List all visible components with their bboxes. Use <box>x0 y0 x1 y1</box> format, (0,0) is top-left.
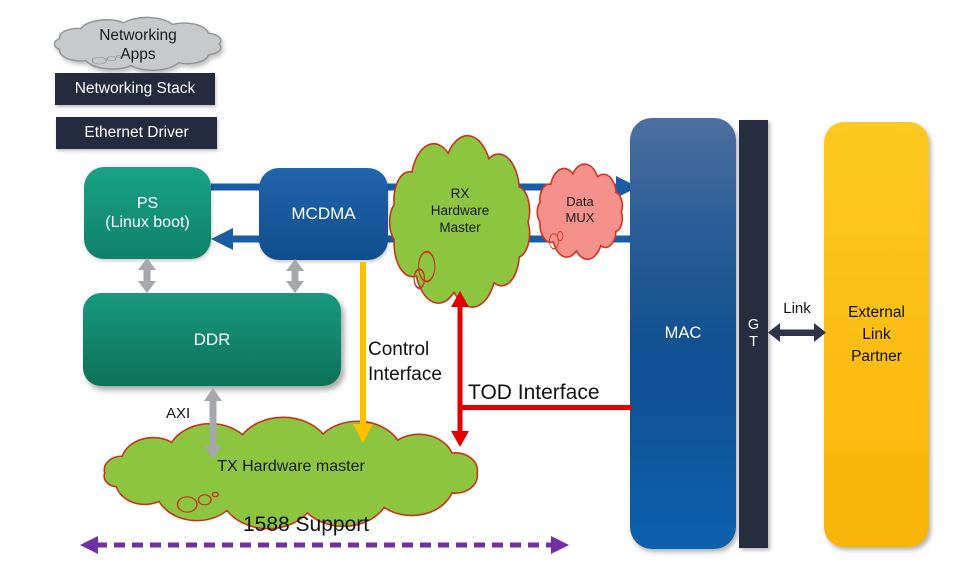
networking-stack-label: Networking Stack <box>74 80 196 97</box>
gt-label-line2: T <box>749 334 758 350</box>
elp-label-line3: Partner <box>851 347 902 365</box>
rx-cloud-shape <box>386 141 534 303</box>
mcdma-label: MCDMA <box>291 204 356 223</box>
gt-block: G T <box>739 120 768 548</box>
support-1588-arrow <box>80 536 569 554</box>
cloud-tail-bubbles <box>413 250 436 290</box>
data-mux-label: Data MUX <box>565 194 595 225</box>
networking-apps-cloud: Networking Apps <box>50 19 226 69</box>
rx-hardware-master-cloud: RX Hardware Master <box>386 141 534 303</box>
networking-stack-box: Networking Stack <box>55 73 215 105</box>
networking-apps-label: Networking Apps <box>99 27 177 63</box>
elp-label-line2: Link <box>862 325 891 343</box>
external-link-partner-block: External Link Partner <box>824 122 929 547</box>
link-arrow <box>768 323 826 342</box>
tod-interface-vertical-arrow <box>451 291 469 447</box>
ddr-label: DDR <box>193 329 231 349</box>
mac-block: MAC <box>630 118 736 549</box>
tx-cloud-label: TX Hardware master <box>217 458 365 475</box>
ethernet-driver-box: Ethernet Driver <box>56 117 217 149</box>
ps-label-line2: (Linux boot) <box>105 214 190 231</box>
control-interface-label: Control Interface <box>368 339 442 385</box>
ps-ddr-arrow <box>138 258 156 293</box>
tx-hardware-master-cloud: TX Hardware master <box>97 427 485 519</box>
ddr-block: DDR <box>83 293 341 386</box>
gt-label-line1: G <box>747 317 760 333</box>
cloud-tail-bubbles <box>91 55 122 65</box>
ps-block: PS (Linux boot) <box>84 167 211 259</box>
mcdma-ddr-arrow <box>286 259 304 293</box>
tod-interface-horizontal-line <box>458 405 632 410</box>
support-1588-label: 1588 Support <box>243 513 370 536</box>
ethernet-driver-label: Ethernet Driver <box>84 124 189 141</box>
networking-apps-cloud-shape <box>50 19 226 69</box>
mcdma-block: MCDMA <box>259 168 388 260</box>
tod-interface-label: TOD Interface <box>468 381 600 404</box>
mac-label: MAC <box>664 324 702 342</box>
ps-label-line1: PS <box>136 195 159 212</box>
data-mux-cloud: Data MUX <box>535 167 625 257</box>
rx-cloud-label: RX Hardware Master <box>430 186 490 235</box>
elp-label-line1: External <box>848 303 905 321</box>
link-label: Link <box>783 300 811 317</box>
cloud-tail-bubbles <box>176 491 219 513</box>
axi-label: AXI <box>166 405 191 422</box>
